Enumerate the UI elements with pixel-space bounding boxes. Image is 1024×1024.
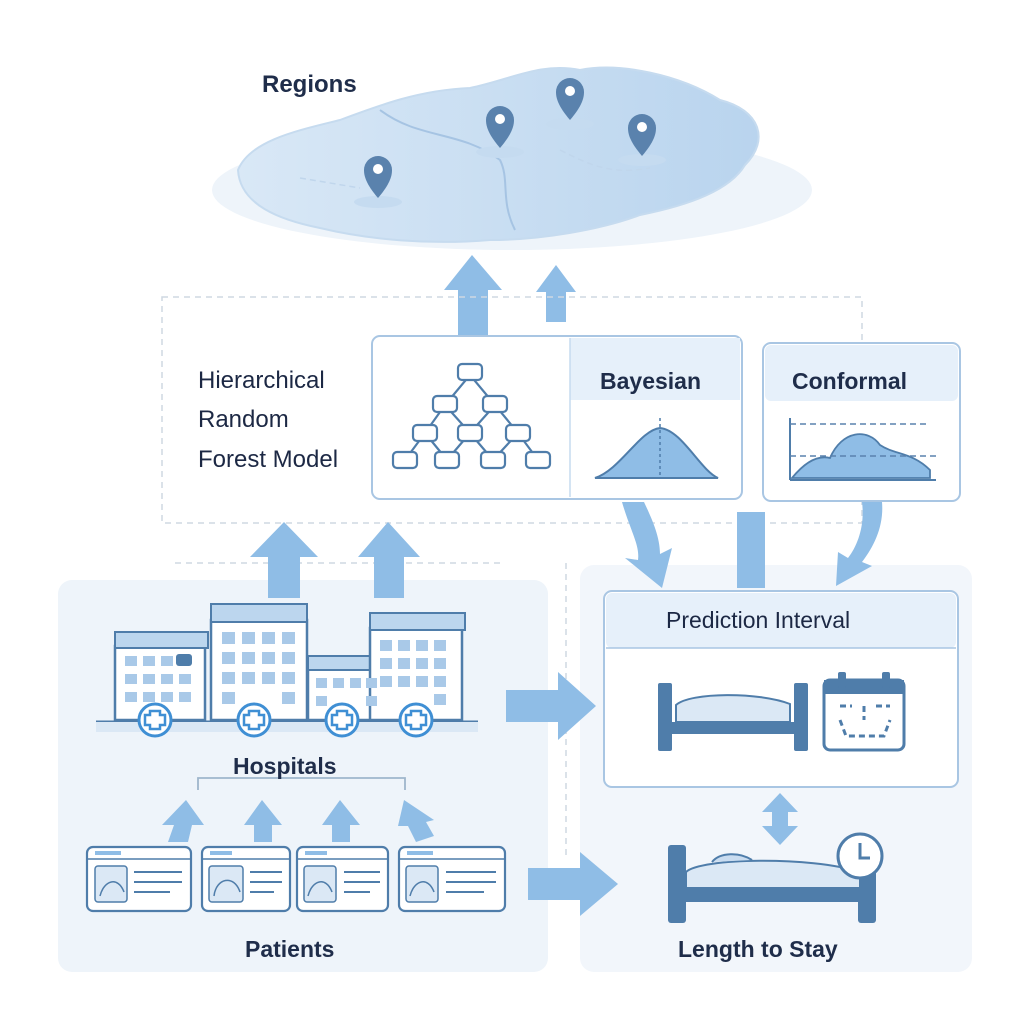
connector-lines [197,777,406,790]
map-pin-icon [546,78,594,130]
hrf-label-line1: Hierarchical [198,367,325,394]
medical-cross-icon [236,702,272,738]
bayesian-label: Bayesian [600,368,702,394]
tree-icon [391,362,552,470]
patient-record-icon [200,845,292,913]
regions-label: Regions [262,71,357,98]
patient-record-icon [295,845,390,913]
bed-icon [658,683,808,751]
medical-cross-icon [324,702,360,738]
medical-cross-icon [137,702,173,738]
hrf-label-line3: Forest Model [198,446,339,473]
map-pin-icon [354,156,402,208]
model-container [161,296,863,524]
arrow-up-icon [162,800,434,842]
arrow-down-icon [622,502,883,588]
arrow-right-icon [506,672,618,916]
conformal-label: Conformal [792,368,907,394]
bidirectional-arrow-icon [762,793,798,845]
medical-cross-icon [398,702,434,738]
patient-record-icon [85,845,193,913]
hospitals-label: Hospitals [233,753,337,779]
length-of-stay-label: Length to Stay [678,936,838,962]
conformal-distribution-icon [789,418,936,481]
arrow-up-icon [444,255,576,335]
calendar-icon [822,672,906,752]
prediction-interval-label: Prediction Interval [666,607,851,633]
bayesian-distribution-icon [594,418,719,479]
patient-record-icon [397,845,507,913]
map-pin-icon [476,106,524,158]
bed-clock-icon [668,832,884,923]
map-pin-icon [618,114,666,166]
hospitals-icon [96,603,478,732]
patients-label: Patients [245,936,335,962]
arrow-up-icon [250,522,420,598]
hrf-label-line2: Random [198,406,289,433]
